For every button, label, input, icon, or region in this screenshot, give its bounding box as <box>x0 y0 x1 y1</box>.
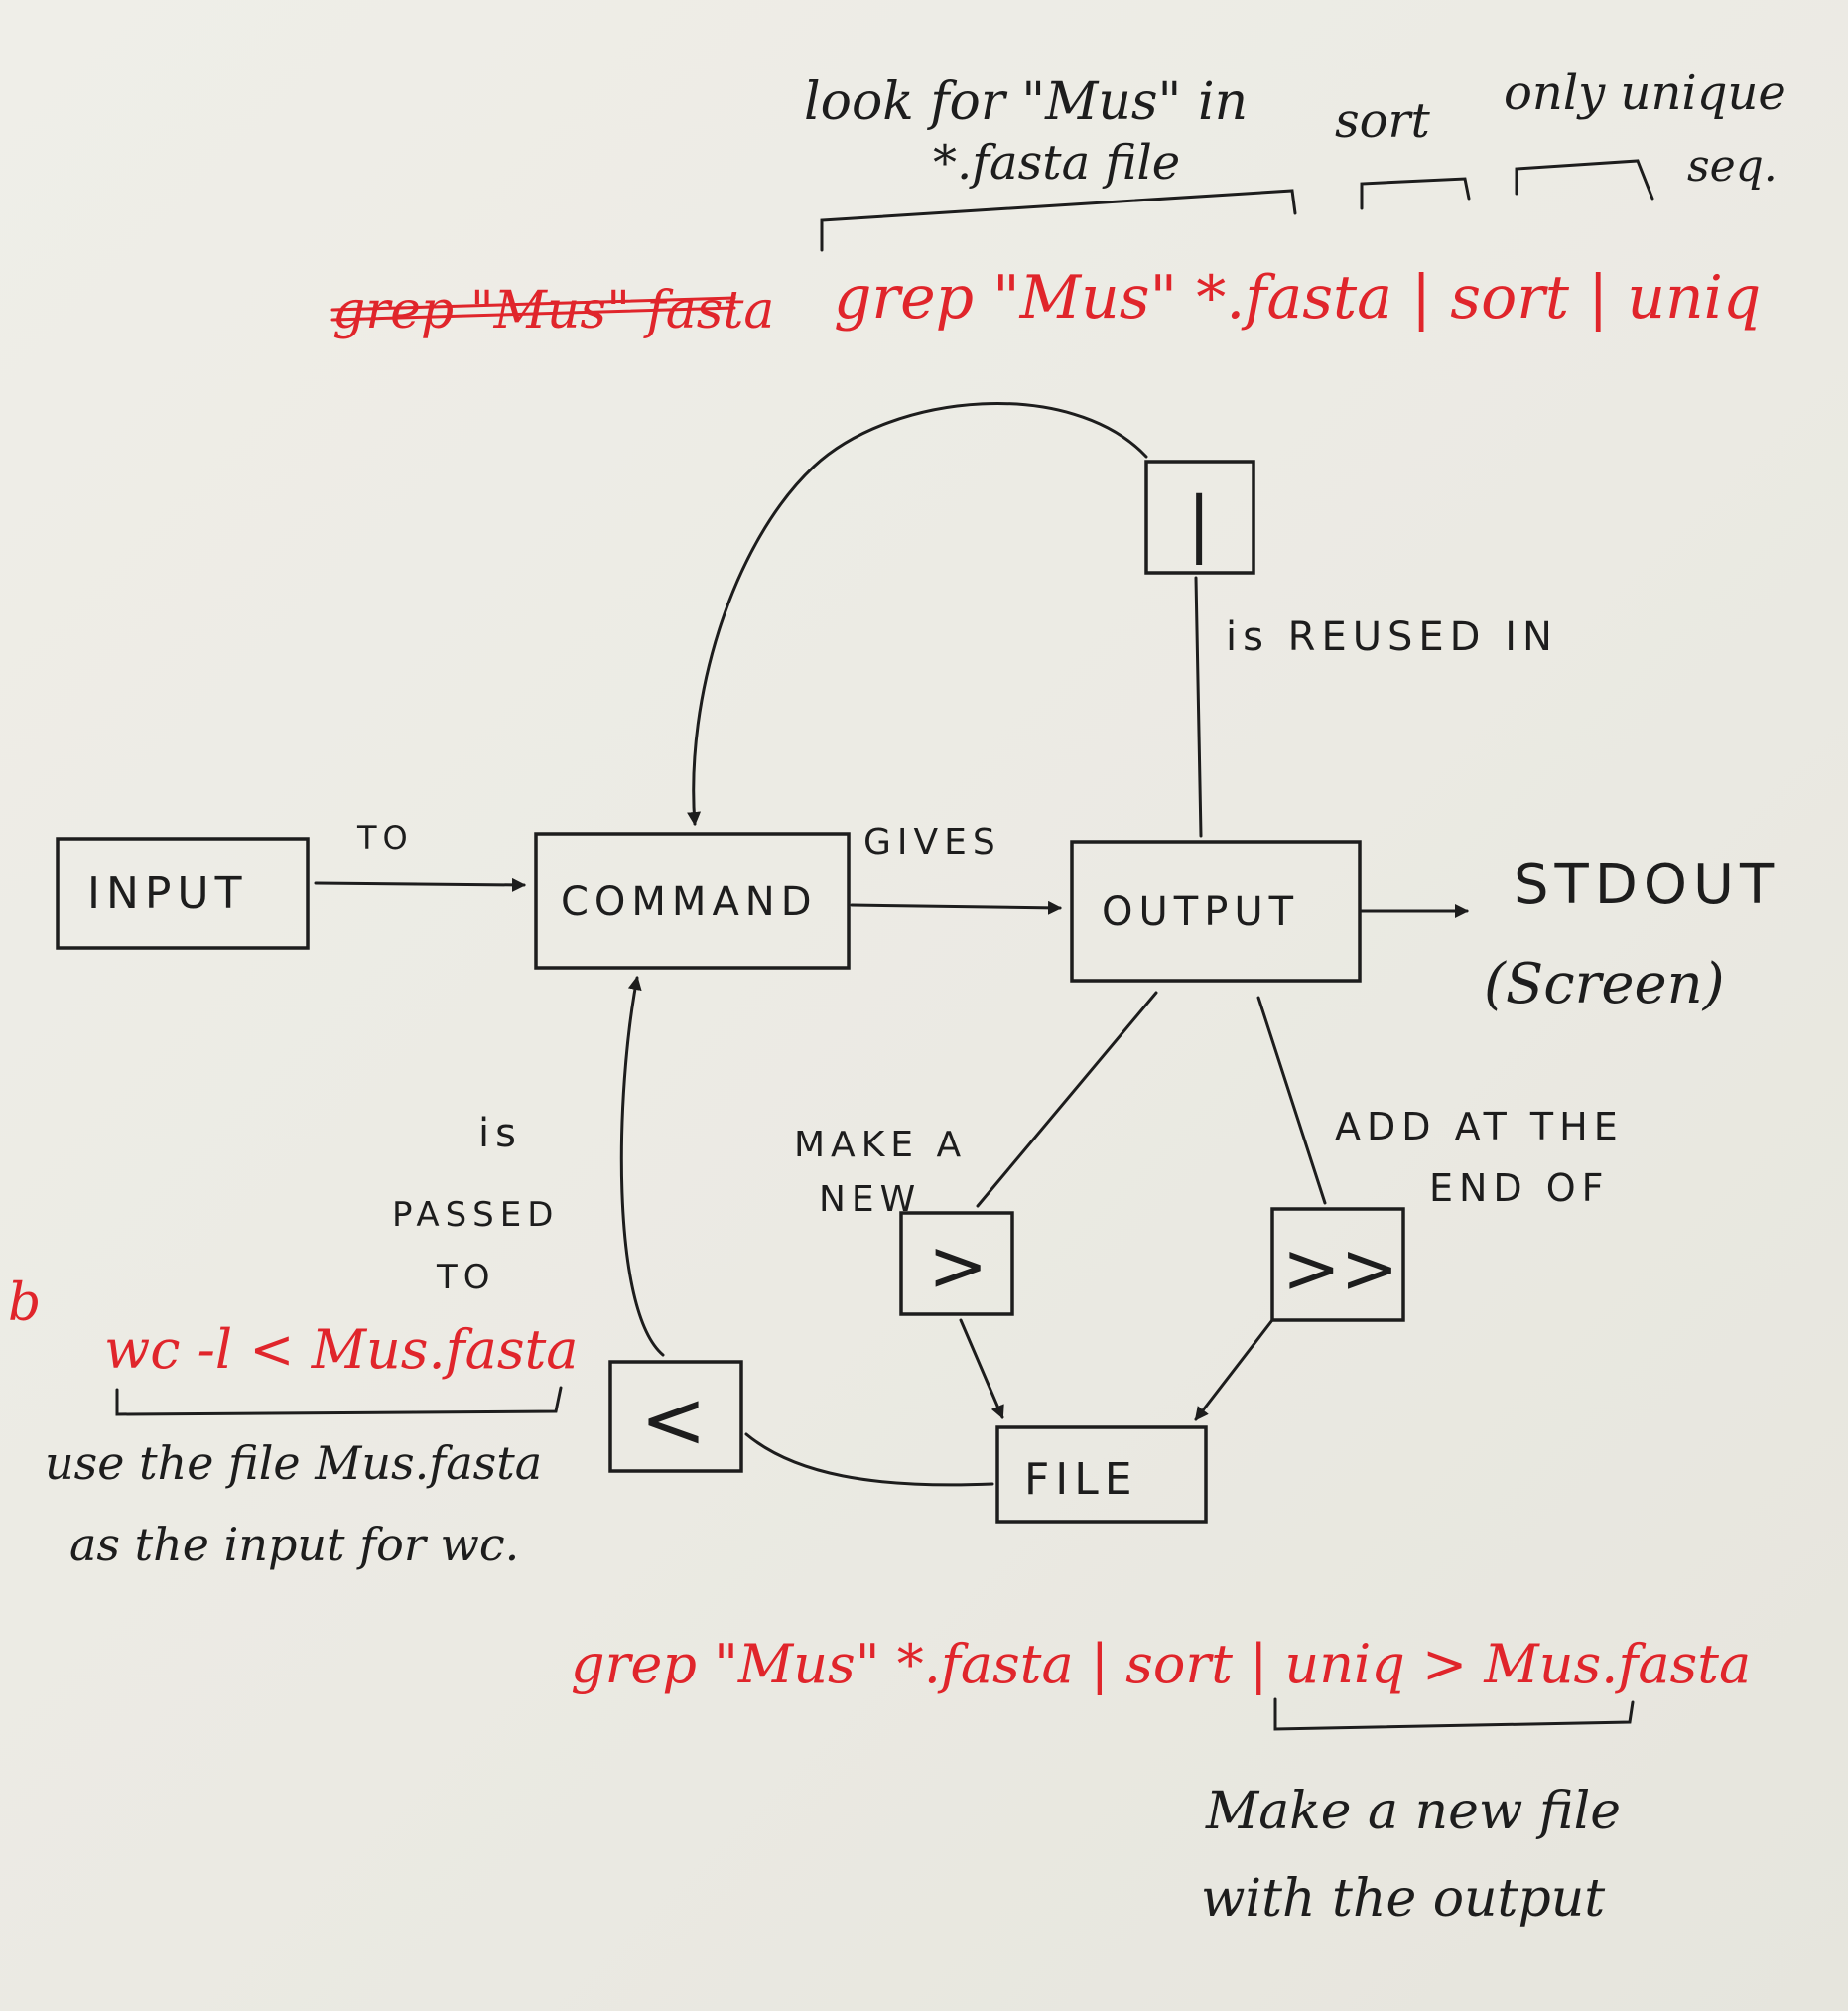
edge-pipe-command <box>687 402 1148 826</box>
note-sort: sort <box>1335 93 1430 149</box>
edge-command-output <box>850 900 1062 915</box>
label-new: NEW <box>819 1179 921 1220</box>
bracket-sort <box>1360 177 1471 210</box>
note-only-unique: only unique <box>1504 66 1786 121</box>
edge-output-pipe <box>1194 576 1203 838</box>
svg-text:>>: >> <box>1282 1228 1398 1309</box>
label-is-reused-in: is REUSED IN <box>1226 614 1558 660</box>
note-fasta-file: *.fasta file <box>933 135 1180 191</box>
label-is: is <box>478 1111 522 1156</box>
bracket-redirect <box>1273 1697 1635 1731</box>
edge-redirect-new-file <box>959 1318 1004 1419</box>
svg-text:>: > <box>928 1224 988 1307</box>
redirect-append-node: >> <box>1270 1207 1405 1322</box>
edge-output-redirect-new <box>976 991 1158 1208</box>
note-use-file-1: use the file Mus.fasta <box>45 1436 542 1490</box>
label-end-of: END OF <box>1429 1166 1610 1210</box>
edge-redirect-append-file <box>1194 1318 1274 1421</box>
wc-command: wc -l < Mus.fasta <box>104 1318 578 1381</box>
svg-text:grep "Mus" fasta: grep "Mus" fasta <box>332 281 774 340</box>
svg-text:|: | <box>1187 481 1211 566</box>
note-make-new-2: with the output <box>1201 1869 1605 1929</box>
output-node: OUTPUT <box>1070 840 1362 983</box>
command-node: COMMAND <box>534 832 851 970</box>
bracket-uniq <box>1515 159 1654 201</box>
label-make-a: MAKE A <box>794 1125 967 1165</box>
bracket-wc <box>115 1386 563 1416</box>
redirect-command: grep "Mus" *.fasta | sort | uniq > Mus.f… <box>571 1633 1751 1695</box>
label-to: TO <box>356 819 414 857</box>
edge-redirect-in-command <box>619 976 665 1357</box>
file-node: FILE <box>995 1425 1208 1524</box>
bracket-grep <box>820 189 1297 252</box>
label-add-at-the: ADD AT THE <box>1335 1105 1624 1148</box>
note-make-new-1: Make a new file <box>1205 1782 1621 1841</box>
note-look-for: look for "Mus" in <box>804 72 1248 132</box>
edge-output-redirect-append <box>1256 996 1327 1205</box>
label-gives: GIVES <box>863 822 1001 863</box>
svg-text:<: < <box>640 1374 707 1466</box>
pipeline-command: grep "Mus" *.fasta | sort | uniq <box>834 263 1761 333</box>
label-passed: PASSED <box>392 1195 559 1235</box>
svg-text:OUTPUT: OUTPUT <box>1102 889 1299 935</box>
side-mark: b <box>8 1274 41 1333</box>
stdout-label: STDOUT <box>1514 853 1780 917</box>
redirect-in-node: < <box>608 1360 743 1473</box>
edge-input-command <box>314 877 526 892</box>
redirect-new-node: > <box>899 1211 1014 1316</box>
svg-text:COMMAND: COMMAND <box>561 879 818 925</box>
note-use-file-2: as the input for wc. <box>69 1518 519 1571</box>
screen-label: (Screen) <box>1484 952 1725 1016</box>
note-seq: seq. <box>1687 141 1778 192</box>
crossed-out-command: grep "Mus" fasta <box>330 281 774 340</box>
label-to-2: TO <box>436 1258 496 1297</box>
svg-text:FILE: FILE <box>1024 1454 1138 1505</box>
svg-text:INPUT: INPUT <box>87 869 248 919</box>
edge-file-redirect-in <box>744 1432 994 1487</box>
pipe-node: | <box>1144 460 1255 575</box>
input-node: INPUT <box>56 837 310 950</box>
